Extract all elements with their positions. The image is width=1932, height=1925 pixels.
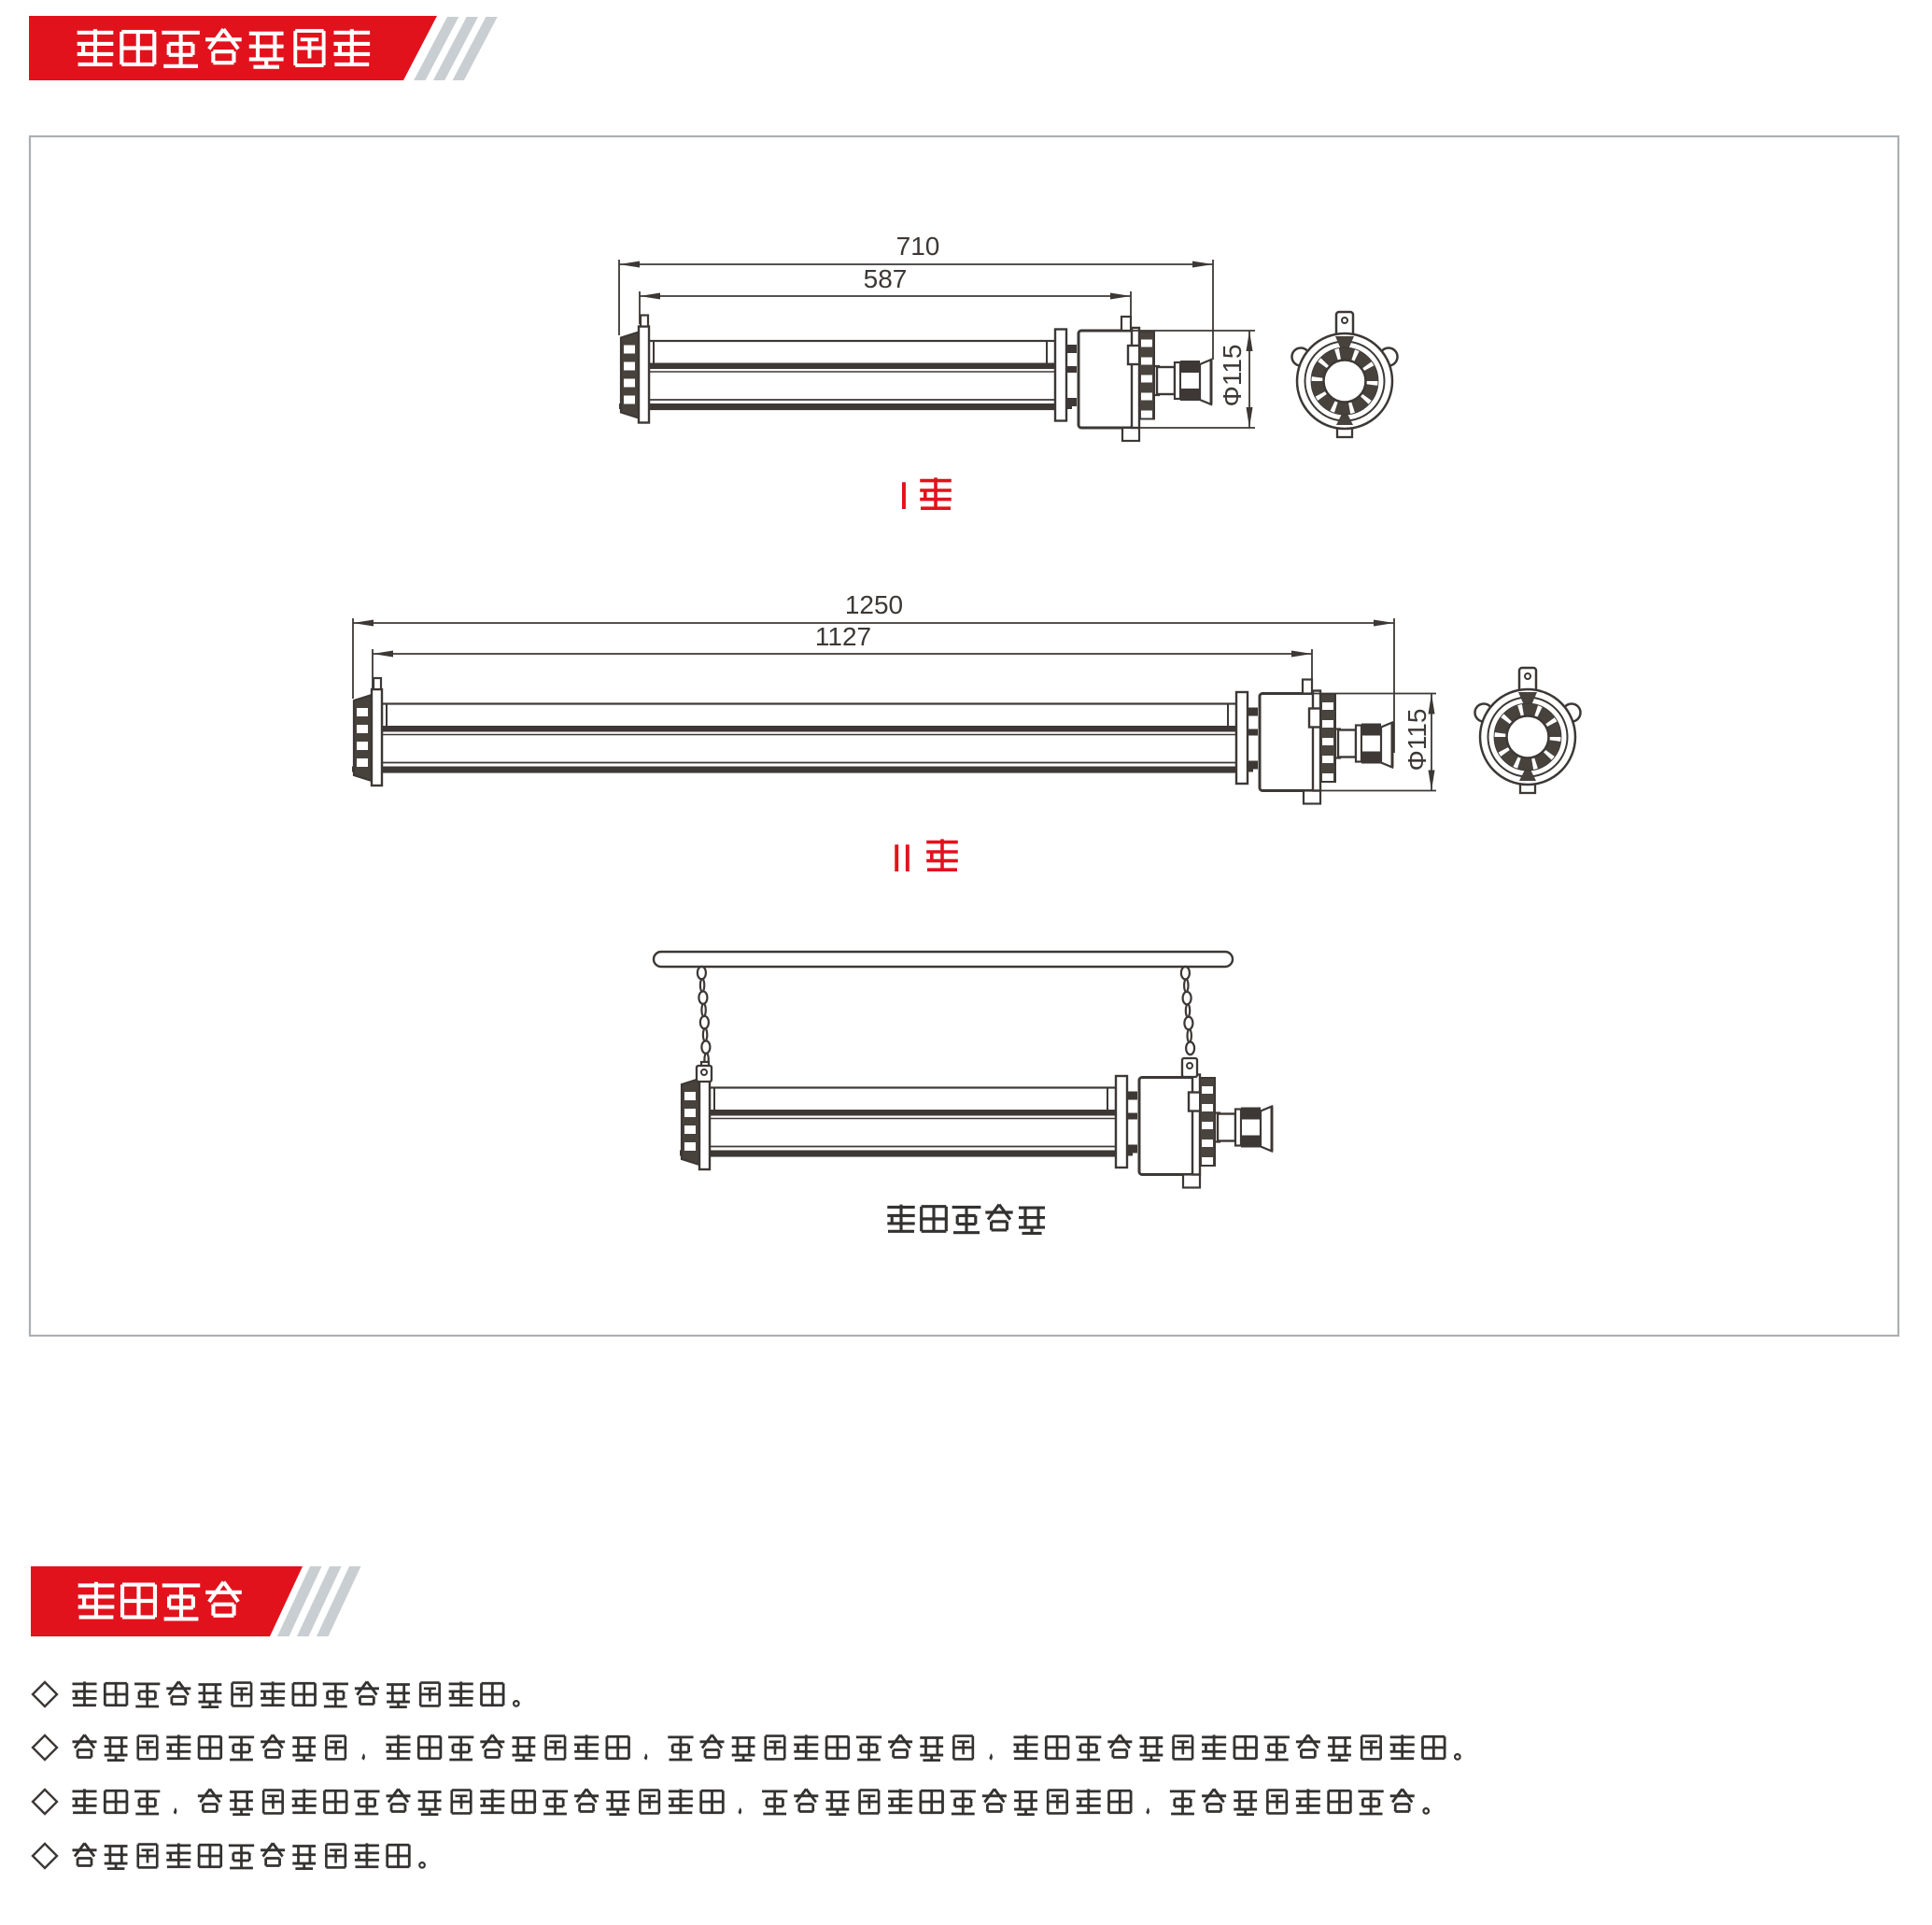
svg-text:1250: 1250 bbox=[845, 590, 903, 619]
svg-text:Φ115: Φ115 bbox=[1218, 345, 1247, 407]
svg-text:587: 587 bbox=[864, 264, 908, 293]
svg-text:I: I bbox=[898, 474, 910, 517]
svg-text:1127: 1127 bbox=[815, 622, 871, 651]
svg-text:Φ115: Φ115 bbox=[1403, 709, 1431, 771]
svg-text:II: II bbox=[891, 836, 912, 880]
svg-text:710: 710 bbox=[896, 232, 940, 261]
